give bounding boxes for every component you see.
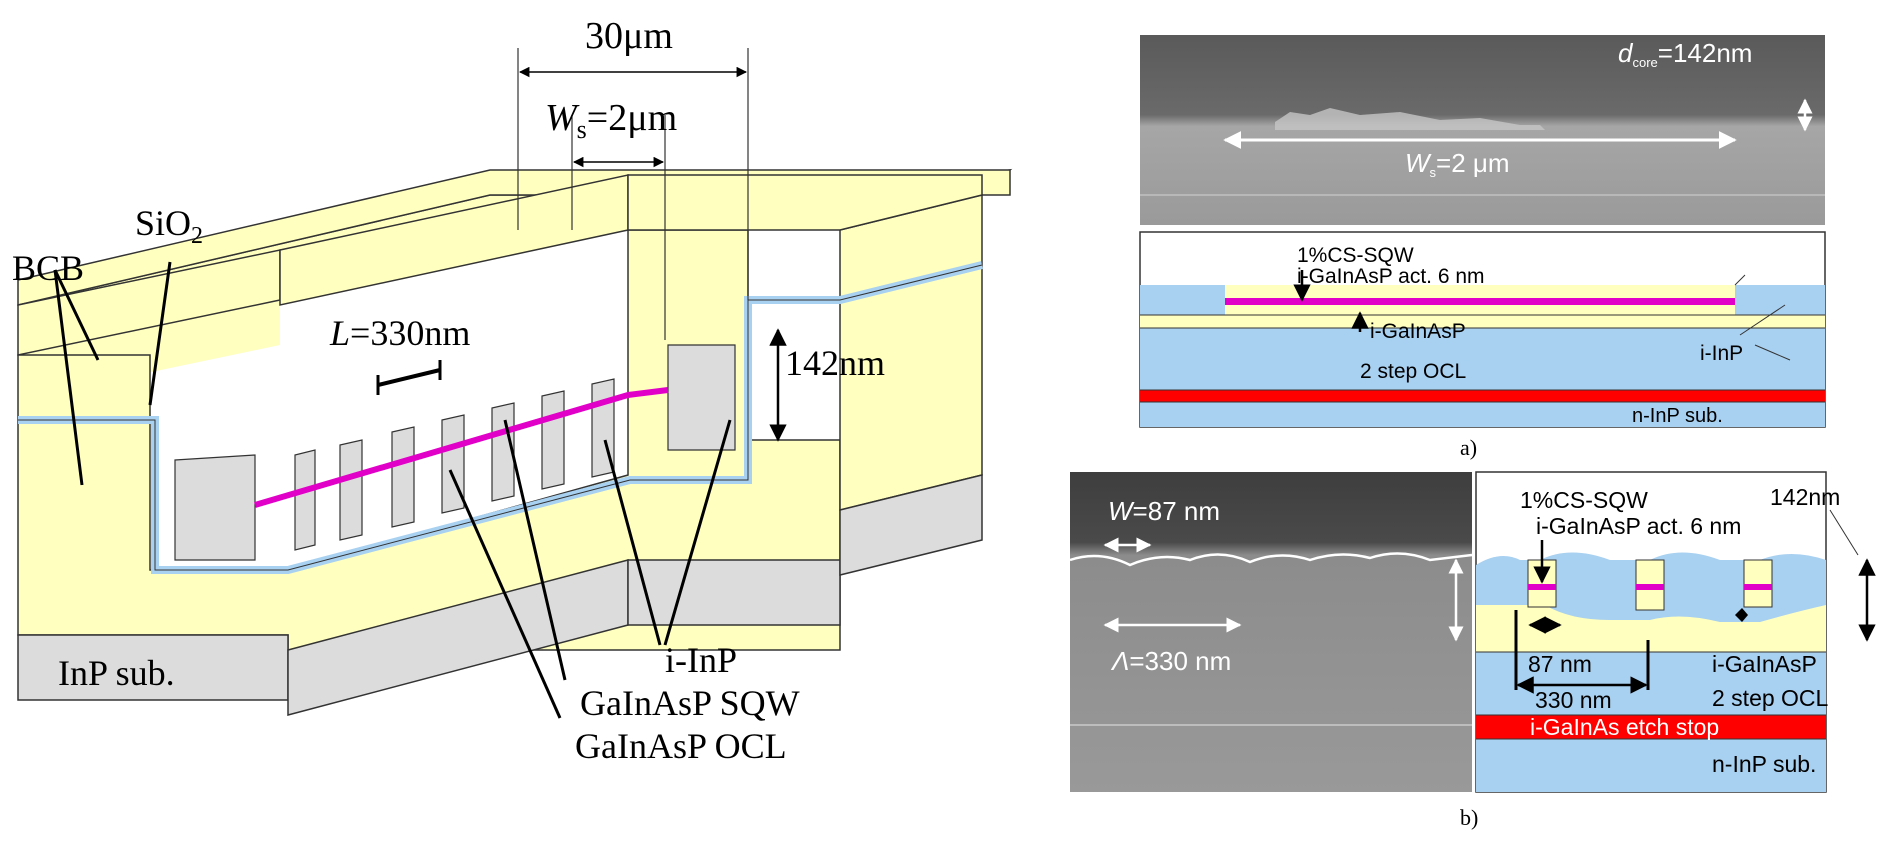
sqw-stripe — [254, 387, 669, 508]
dim-30um-label: 30μm — [585, 15, 673, 57]
schematic-b: 1%CS-SQW i-GaInAsP act. 6 nm 142nm 87 nm… — [1475, 471, 1876, 793]
schematic-a-sub: n-InP sub. — [1632, 405, 1723, 427]
schematic-a-act: i-GaInAsP act. 6 nm — [1297, 265, 1485, 288]
substrate-label: InP sub. — [58, 653, 175, 693]
dim-period-bar — [377, 368, 441, 387]
caption-b: b) — [1460, 805, 1478, 830]
schematic-a: 1%CS-SQW i-GaInAsP act. 6 nm i-GaInAsP 2… — [1139, 231, 1826, 428]
bcb-label: BCB — [12, 248, 84, 288]
panel-a: dcore=142nm Ws=2 μm 1%CS-SQW i-GaInAsP a… — [1139, 35, 1826, 460]
sem-a-core-label: dcore=142nm — [1618, 38, 1752, 70]
sio2-label: SiO2 — [135, 203, 203, 249]
sem-b-w-label: W=87 nm — [1108, 496, 1220, 526]
schematic-a-inp: i-InP — [1700, 342, 1743, 365]
schematic-a-sqw: 1%CS-SQW — [1297, 244, 1414, 267]
device-3d-diagram: 30μm Ws=2μm L=330nm 142nm BCB SiO2 InP s… — [12, 15, 1013, 766]
i-inp-label: i-InP — [665, 640, 737, 680]
schematic-b-sqw: 1%CS-SQW — [1520, 487, 1648, 513]
ws-label: Ws=2μm — [545, 97, 677, 144]
schematic-b-sub: n-InP sub. — [1712, 751, 1816, 777]
leader-lines — [53, 261, 732, 719]
period-label: L=330nm — [329, 313, 470, 353]
schematic-b-ocl2: 2 step OCL — [1712, 685, 1829, 711]
sem-b-period-label: Λ=330 nm — [1110, 646, 1231, 676]
schematic-b-ocl1: i-GaInAsP — [1712, 651, 1817, 677]
dimension-lines — [517, 48, 749, 340]
sqw-label: GaInAsP SQW — [580, 683, 800, 723]
schematic-a-ocl1: i-GaInAsP — [1370, 320, 1466, 343]
schematic-b-thick: 142nm — [1770, 484, 1840, 510]
schematic-b-period-dim: 330 nm — [1535, 687, 1612, 713]
schematic-b-act: i-GaInAsP act. 6 nm — [1536, 513, 1741, 539]
schematic-b-etch: i-GaInAs etch stop — [1530, 714, 1719, 740]
recess — [174, 454, 256, 561]
schematic-b-pillar-3 — [1743, 559, 1773, 608]
schematic-b-w-dim: 87 nm — [1528, 651, 1592, 677]
panel-b: W=87 nm Λ=330 nm 1 — [1069, 471, 1876, 830]
sem-a-ws-label: Ws=2 μm — [1405, 148, 1510, 180]
ocl-label: GaInAsP OCL — [575, 726, 787, 766]
schematic-a-ocl2: 2 step OCL — [1360, 360, 1466, 383]
caption-a: a) — [1460, 435, 1477, 460]
thickness-label: 142nm — [785, 343, 885, 383]
